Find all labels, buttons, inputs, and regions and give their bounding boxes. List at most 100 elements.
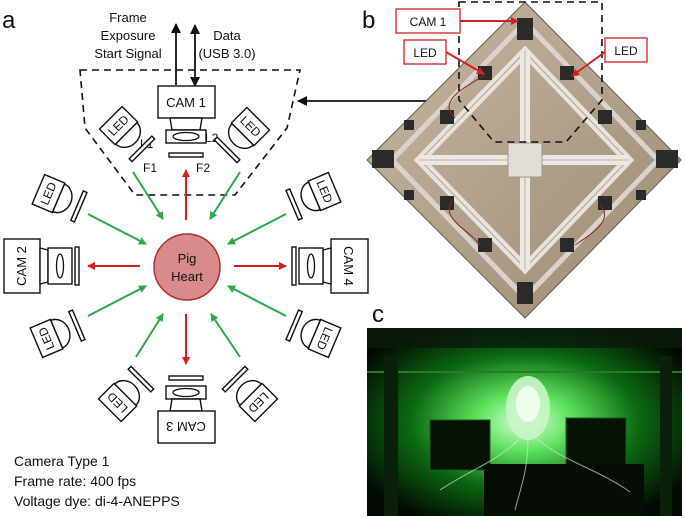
camera-3-lens — [172, 387, 200, 398]
led-filter — [127, 365, 155, 393]
photo-wire — [514, 439, 529, 511]
led-left-upper: LED — [31, 173, 88, 223]
info-frame-rate: Frame rate: 400 fps — [14, 473, 136, 489]
rig-center-plate — [507, 142, 543, 178]
led-reflector — [113, 379, 141, 407]
led-reflector — [300, 318, 322, 349]
green-arrow — [135, 313, 164, 358]
rig-device-led — [598, 110, 612, 124]
rig-device-clamp — [404, 190, 414, 200]
photo-top-frame — [367, 328, 682, 348]
rig-device-cam3 — [517, 282, 533, 304]
callout-led-left-label: LED — [413, 46, 437, 60]
camera-2: CAM 2 — [3, 238, 80, 294]
led-upper-right: LED — [213, 106, 271, 164]
callout-cam1-label: CAM 1 — [410, 15, 447, 29]
camera-2-filter — [74, 246, 80, 286]
photo-base-block — [484, 464, 644, 516]
rig-device-led — [440, 196, 454, 210]
rig-device-led — [478, 238, 492, 252]
callout-cam1: CAM 1 — [395, 8, 519, 34]
rig-device-cam2 — [372, 150, 394, 168]
green-arrow — [132, 171, 164, 220]
camera-4-body — [330, 238, 369, 294]
trigger-label-line2: Exposure — [101, 28, 156, 43]
led-upper-left: LED — [98, 105, 156, 163]
camera-4: CAM 4 — [291, 238, 369, 294]
camera-4-mount — [322, 247, 332, 285]
camera-3-filter — [168, 375, 204, 381]
camera-1-mount — [169, 117, 203, 131]
camera-1-body — [157, 85, 216, 119]
camera-1: CAM 1 — [157, 85, 216, 158]
green-arrow — [227, 285, 287, 317]
rig-enclosure-outline — [458, 1, 603, 143]
camera-3-label: CAM 3 — [166, 419, 206, 434]
camera-3-body — [157, 410, 216, 444]
rig-cables — [448, 74, 606, 246]
camera-4-filter — [291, 246, 297, 286]
callout-cam1-box — [395, 8, 461, 34]
pig-heart — [153, 233, 221, 301]
green-arrow — [87, 285, 147, 317]
camera-1-label: CAM 1 — [166, 95, 206, 110]
led-right-lower: LED — [285, 309, 342, 359]
photo-post-left — [384, 356, 398, 516]
led-filter — [285, 188, 304, 221]
photo-led-panel-left — [429, 419, 491, 471]
callout-led-right-arrow — [571, 51, 606, 77]
callout-led-left-arrow — [445, 51, 485, 75]
rig-device-led — [560, 66, 574, 80]
data-label-line1: Data — [213, 28, 241, 43]
heart-fluorescence-photo — [367, 328, 682, 516]
panel-label-b: b — [362, 7, 375, 34]
led-reflector — [114, 121, 142, 149]
camera-2-lens — [55, 253, 65, 279]
rig-cable — [448, 74, 486, 119]
camera-1-filter — [168, 152, 204, 158]
green-arrow — [87, 213, 147, 245]
camera-1-lens-housing — [165, 129, 207, 144]
led-left-lower: LED — [29, 309, 86, 359]
led-right-upper: LED — [285, 171, 342, 221]
rig-device-clamp — [636, 120, 646, 130]
camera-4-lens — [306, 253, 316, 279]
led-lower-right: LED — [221, 365, 279, 423]
green-arrow — [227, 213, 287, 245]
heart-label-line1: Pig — [178, 251, 197, 266]
emission-arrows — [87, 169, 287, 365]
camera-3: CAM 3 — [157, 375, 216, 444]
led-filter — [221, 365, 249, 393]
rig-device-clamp — [636, 190, 646, 200]
led-filter — [69, 190, 88, 223]
optics-label-f1: F1 — [143, 161, 157, 175]
led-reflector — [51, 183, 73, 214]
camera-enclosure-outline — [79, 69, 301, 196]
trigger-label-line3: Start Signal — [94, 46, 161, 61]
callout-led-left: LED — [403, 39, 485, 75]
led-filter — [67, 309, 86, 342]
photo-led-panel-right — [565, 417, 627, 469]
led-reflector — [49, 318, 71, 349]
info-voltage-dye: Voltage dye: di-4-ANEPPS — [14, 493, 180, 509]
camera-2-mount — [39, 247, 49, 285]
panel-a: a Frame Exposure Start Signal Data (USB … — [2, 7, 446, 509]
callout-led-right-box — [604, 37, 648, 63]
optics-label-f2: F2 — [196, 161, 210, 175]
camera-2-body — [3, 238, 41, 294]
photo-heart-highlight — [516, 386, 540, 422]
callout-led-right: LED — [571, 37, 648, 77]
photo-wire — [439, 437, 521, 491]
camera-2-label: CAM 2 — [14, 246, 29, 286]
panel-c: c — [367, 301, 682, 516]
panel-label-c: c — [372, 301, 384, 328]
panel-label-a: a — [2, 7, 16, 34]
photo-wire — [535, 437, 631, 493]
photo-post-right — [660, 356, 672, 516]
led-filter — [213, 136, 241, 164]
photo-wires — [439, 437, 631, 511]
camera-1-lens — [172, 131, 200, 142]
rig-device-cam4 — [656, 150, 678, 168]
rig-device-led — [440, 110, 454, 124]
info-camera-type: Camera Type 1 — [14, 453, 110, 469]
